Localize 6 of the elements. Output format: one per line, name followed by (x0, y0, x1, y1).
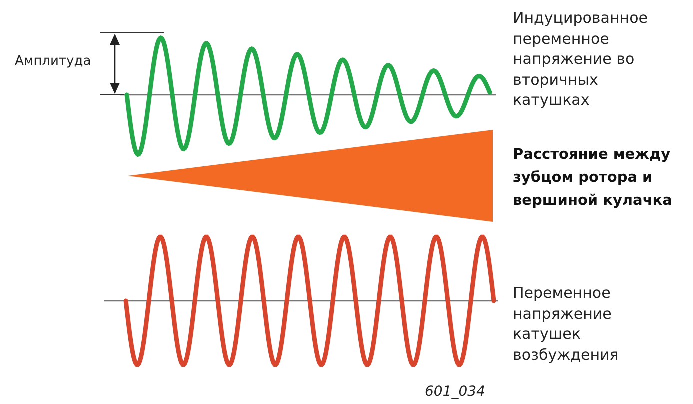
wave-label: Переменное напряжение катушек возбуждения (513, 283, 620, 365)
dimension-label: Амплитуда (15, 53, 92, 71)
figure-number: 601_034 (425, 383, 486, 402)
wave-label: Индуцированное переменное напряжение во вторичных катушках (513, 8, 649, 110)
wedge-label: Расстояние между зубцом ротора и вершиной кулачка (513, 146, 674, 211)
wedge-shape (128, 130, 493, 222)
